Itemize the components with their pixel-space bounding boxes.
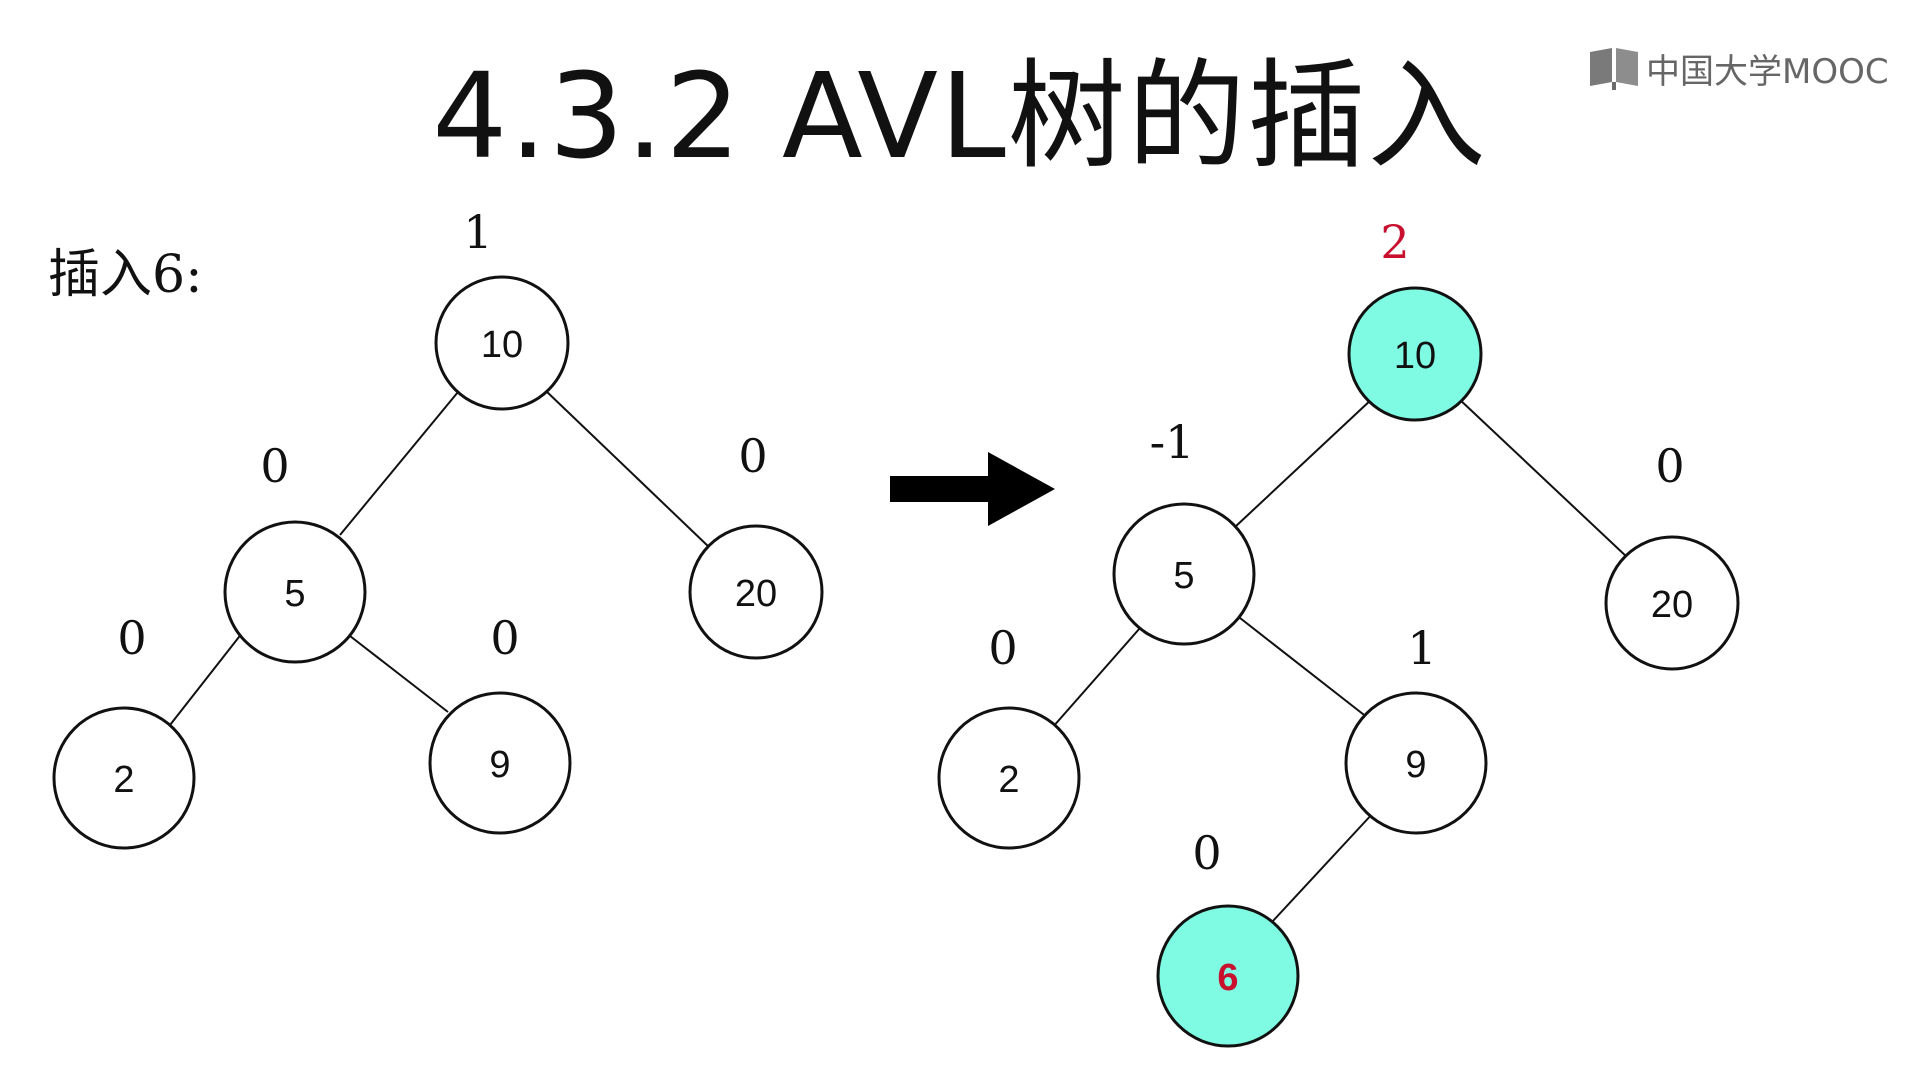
edge-10-20 [544, 389, 711, 549]
balance-factor-red: 2 [1380, 215, 1409, 269]
balance-factor: -1 [1150, 415, 1195, 469]
node-value: 10 [1394, 335, 1436, 377]
node-value: 2 [113, 759, 134, 801]
balance-factor: 0 [260, 439, 289, 493]
mooc-logo: 中国大学MOOC [1588, 44, 1889, 92]
edge-10-5 [339, 391, 459, 536]
tree-node [428, 691, 572, 835]
node-value: 5 [1173, 555, 1194, 597]
tree-node [937, 706, 1081, 850]
balance-factor: 1 [1407, 621, 1436, 675]
edge-5-2 [169, 627, 247, 726]
edge-10-20 [1457, 397, 1629, 559]
node-value: 20 [735, 573, 777, 615]
node-value: 9 [489, 744, 510, 786]
edge-5-2 [1051, 627, 1141, 729]
tree-node [52, 706, 196, 850]
right-arrow-icon [890, 452, 1055, 526]
balance-factor: 1 [463, 205, 492, 259]
balance-factor: 0 [988, 621, 1017, 675]
balance-factor: 0 [490, 611, 519, 665]
edge-9-6 [1271, 811, 1375, 923]
balance-factor: 0 [1655, 439, 1684, 493]
edge-5-9 [349, 635, 449, 713]
slide-title: 4.3.2 AVL树的插入 [432, 47, 1488, 185]
node-value: 10 [481, 324, 523, 366]
after-tree: 10 2 5 -1 20 0 2 0 9 1 6 0 [937, 215, 1740, 1048]
edge-5-9 [1239, 617, 1369, 719]
node-value: 9 [1405, 744, 1426, 786]
node-value-red: 6 [1217, 957, 1238, 999]
balance-factor: 0 [117, 611, 146, 665]
tree-node [1112, 502, 1256, 646]
before-tree: 10 1 5 0 20 0 2 0 9 0 [52, 205, 824, 850]
tree-node-highlighted [1347, 286, 1483, 422]
step-label: 插入6: [48, 245, 203, 305]
tree-node-highlighted [1156, 904, 1300, 1048]
node-value: 5 [284, 573, 305, 615]
tree-node [1604, 535, 1740, 671]
tree-node [1344, 691, 1488, 835]
book-icon [1590, 48, 1638, 90]
tree-node [688, 524, 824, 660]
edge-10-5 [1234, 397, 1374, 528]
tree-node [223, 520, 367, 664]
node-value: 2 [998, 759, 1019, 801]
balance-factor: 0 [738, 429, 767, 483]
node-value: 20 [1651, 584, 1693, 626]
balance-factor: 0 [1192, 826, 1221, 880]
logo-text: 中国大学MOOC [1646, 51, 1889, 92]
tree-node [434, 275, 570, 411]
